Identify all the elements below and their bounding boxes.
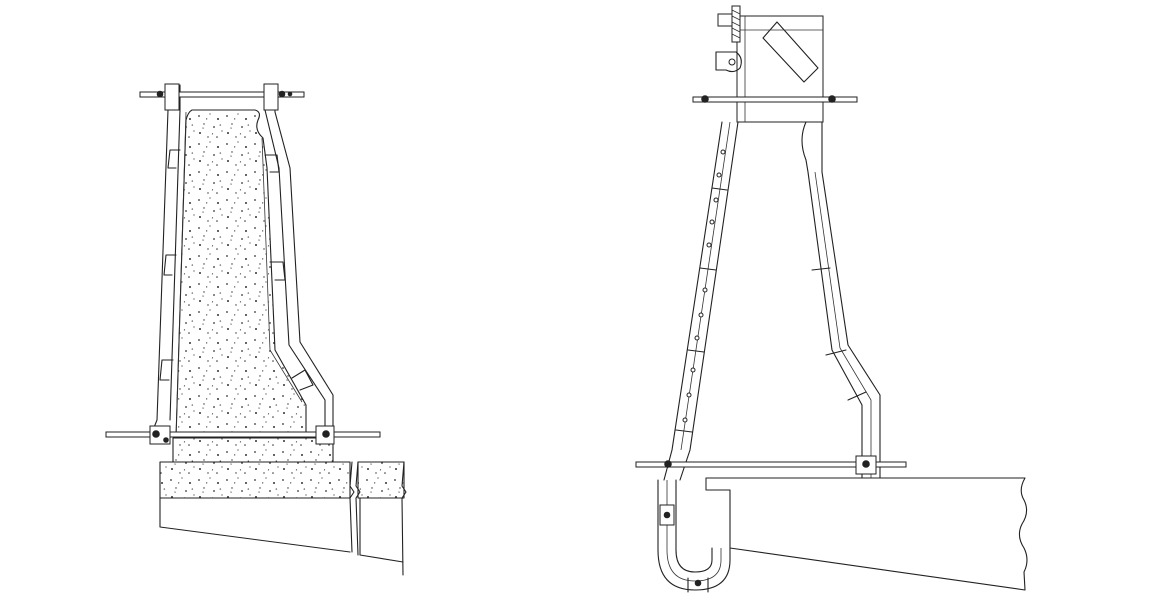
right-right-form-inner: [814, 171, 872, 478]
left-bottom-tie-bar: [105, 431, 381, 438]
left-top-bolt-1: [156, 90, 164, 98]
right-bottom-bolt-2: [664, 460, 672, 468]
right-bottom-bolt-1: [862, 460, 870, 468]
left-stiffener-l2: [163, 254, 177, 276]
left-top-tie-bar: [139, 91, 305, 98]
left-top-plate-left: [164, 83, 180, 111]
left-stiffener-l1: [167, 149, 181, 169]
left-concrete-barrier: [175, 109, 307, 439]
right-clamp-hook: [715, 51, 742, 73]
right-left-form-inner: [680, 121, 731, 451]
right-head-block: [736, 15, 824, 123]
left-top-bolt-3: [287, 91, 293, 97]
right-j-bolt-1: [663, 511, 671, 519]
left-break-line-a: [349, 461, 355, 553]
left-break-line-b: [355, 461, 361, 556]
left-top-bolt-2: [278, 90, 286, 98]
left-bottom-bolt-1: [152, 430, 160, 438]
left-stiffener-r3: [291, 369, 314, 391]
left-deck-right: [359, 497, 404, 563]
right-head-diagonal-brace: [762, 21, 819, 83]
right-top-bolt-2: [828, 95, 836, 103]
left-slab-right: [357, 461, 405, 499]
left-stiffener-l3: [159, 359, 174, 381]
right-j-hook: [657, 479, 731, 591]
right-clamp-pin: [728, 58, 736, 66]
left-break-line-c: [401, 461, 407, 576]
left-bottom-bolt-3: [163, 437, 169, 443]
left-top-plate-right: [263, 83, 279, 111]
left-inner-liner: [175, 111, 303, 437]
right-left-form-panel: [663, 121, 739, 481]
right-right-joints: [811, 267, 867, 401]
right-left-joints: [675, 187, 728, 433]
left-outer-form-left: [152, 84, 181, 431]
right-nut-top: [717, 13, 733, 27]
left-view: [105, 83, 407, 576]
right-j-bolt-2: [694, 579, 702, 587]
right-screw-thread: [731, 9, 741, 39]
left-bottom-bolt-2: [322, 430, 330, 438]
right-deck-slab: [705, 477, 1028, 591]
right-bottom-tie-bar: [635, 461, 907, 468]
right-head-inner-line: [737, 16, 823, 122]
right-view: [635, 5, 1028, 593]
right-j-clip: [687, 577, 709, 593]
right-j-hook-inner: [666, 480, 722, 582]
left-deck: [159, 497, 351, 553]
left-stiffener-r2: [269, 261, 286, 281]
left-slab-lower: [159, 461, 351, 499]
right-top-tie-bar: [692, 96, 858, 103]
right-right-form-panel: [801, 121, 881, 479]
left-slab-upper: [172, 437, 334, 463]
right-top-bolt-1: [701, 95, 709, 103]
right-left-bolt-holes: [682, 149, 726, 423]
left-stiffener-r1: [264, 154, 280, 173]
